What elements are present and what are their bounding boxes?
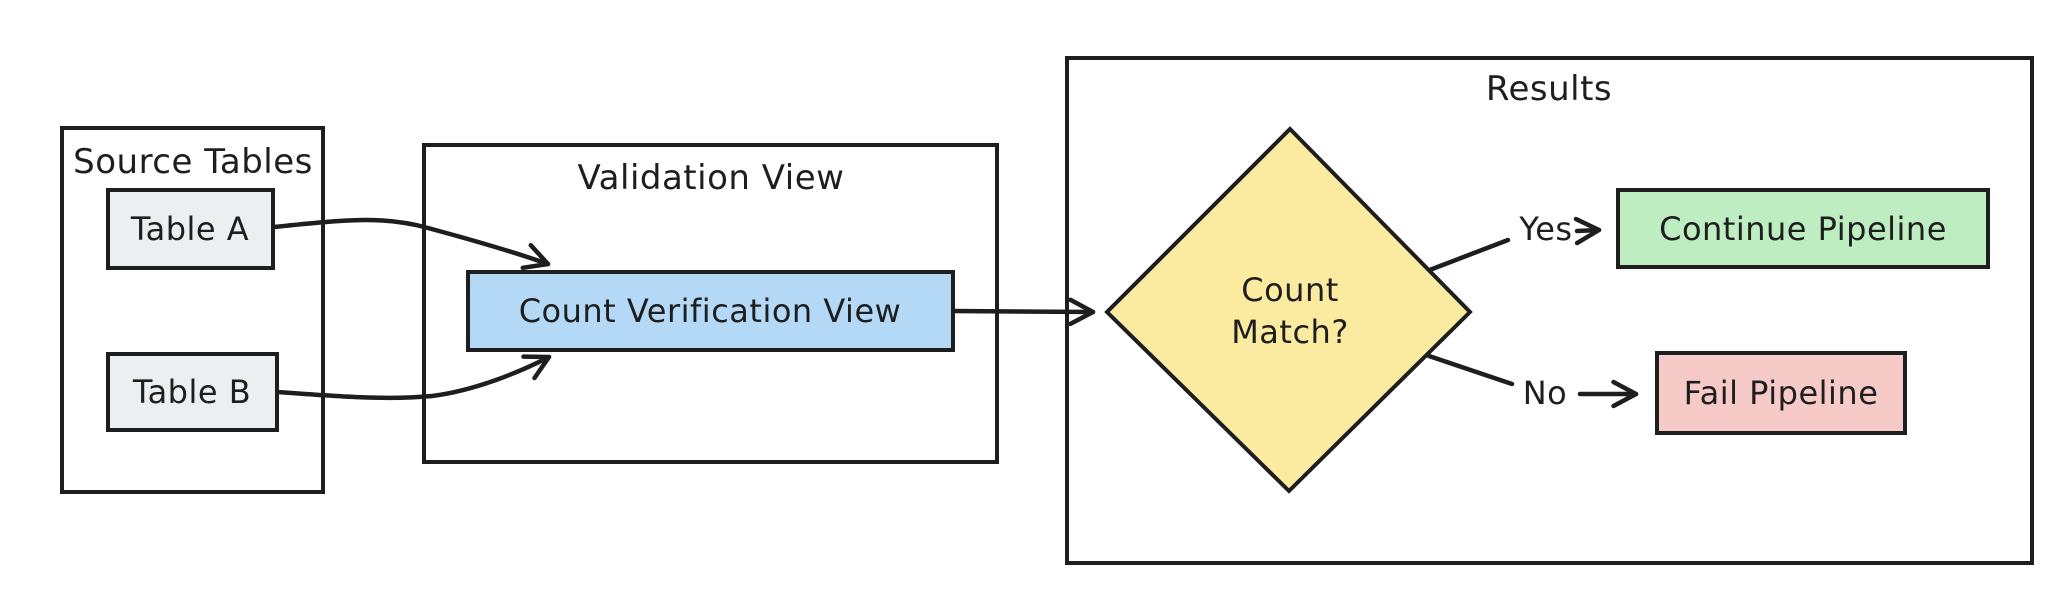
node-fail-pipeline-shape <box>1655 351 1907 435</box>
node-count-match-label-line1: Count <box>1241 271 1339 309</box>
node-table-a-shape <box>106 188 275 270</box>
node-fail-pipeline: Fail Pipeline <box>1655 351 1907 435</box>
node-count-match-label-line2: Match? <box>1231 313 1349 351</box>
node-count-verification-view: Count Verification View <box>466 270 955 352</box>
edge-label-yes: Yes <box>1518 210 1572 248</box>
edge-view-to-decision <box>950 297 1096 327</box>
edge-decision-to-no-label <box>1426 353 1515 387</box>
node-fail-pipeline-label: Fail Pipeline <box>1684 374 1879 412</box>
edges <box>271 216 1639 409</box>
container-source-tables: Source Tables <box>60 126 325 494</box>
node-continue-pipeline: Continue Pipeline <box>1616 188 1990 269</box>
node-table-b: Table B <box>106 352 279 432</box>
edge-label-no: No <box>1523 374 1568 412</box>
container-results-title: Results <box>1486 69 1612 109</box>
node-continue-pipeline-label: Continue Pipeline <box>1659 210 1947 248</box>
container-source-tables-title: Source Tables <box>73 142 313 182</box>
node-count-match-shape <box>1104 126 1473 494</box>
node-count-verification-view-label: Count Verification View <box>519 292 902 330</box>
edge-table-a-to-view <box>271 217 551 271</box>
node-table-a: Table A <box>106 188 275 270</box>
node-table-b-shape <box>106 352 279 432</box>
container-validation-view-title: Validation View <box>578 158 845 198</box>
container-source-tables-border <box>60 126 325 494</box>
edge-yes-to-continue <box>1573 216 1602 246</box>
node-table-b-label: Table B <box>132 373 251 411</box>
edge-table-b-to-view <box>274 354 552 401</box>
node-count-verification-view-shape <box>466 270 955 352</box>
node-count-match-decision: Count Match? <box>1104 126 1473 494</box>
node-table-a-label: Table A <box>130 210 249 248</box>
edge-decision-to-yes-label <box>1424 237 1511 274</box>
node-continue-pipeline-shape <box>1616 188 1990 269</box>
